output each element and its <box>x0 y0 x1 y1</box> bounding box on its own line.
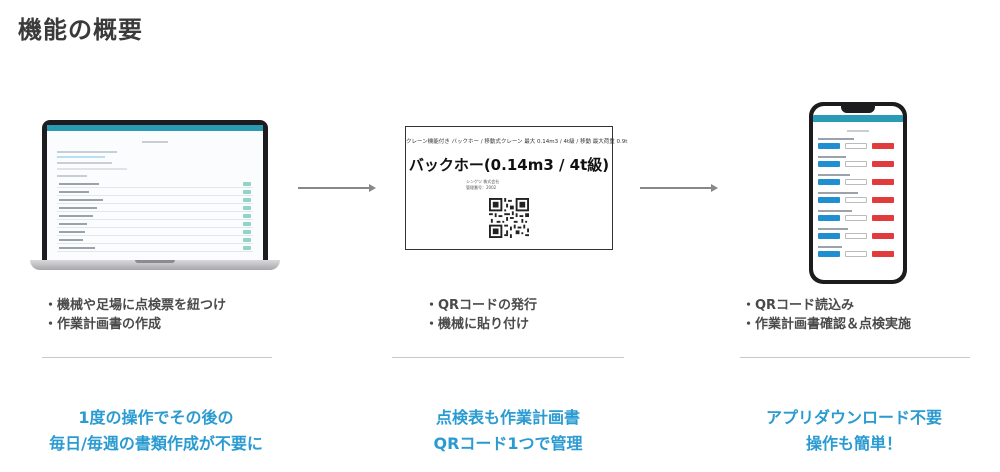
divider <box>42 357 272 358</box>
card-company: シンゲツ 株式会社 <box>466 179 500 184</box>
arrow-right-icon <box>640 183 718 193</box>
divider <box>392 357 624 358</box>
divider <box>740 357 970 358</box>
laptop-mockup <box>30 120 280 274</box>
list-item: ・作業計画書確認＆点検実施 <box>742 317 912 332</box>
page-title: 機能の概要 <box>18 16 143 44</box>
laptop-display <box>47 125 263 260</box>
list-item: ・QRコードの発行 <box>425 298 538 313</box>
list-item: ・機械に貼り付け <box>425 317 530 332</box>
laptop-screen <box>42 120 268 260</box>
benefit-text-2: 点検表も作業計画書 QRコード1つで管理 <box>433 408 583 453</box>
qr-label-card: クレーン機能付き バックホー / 移動式クレーン 最大 0.14m3 / 4t級… <box>405 126 628 250</box>
list-item: ・機械や足場に点検票を紐つけ <box>44 298 227 313</box>
phone-mockup <box>809 102 907 284</box>
laptop-base <box>30 260 280 270</box>
feature-list-3: ・QRコード読込み ・作業計画書確認＆点検実施 <box>742 296 911 334</box>
card-machine-name: バックホー(0.14m3 / 4t級) <box>408 156 610 174</box>
list-item: ・作業計画書の作成 <box>44 317 162 332</box>
feature-list-2: ・QRコードの発行 ・機械に貼り付け <box>425 296 537 334</box>
phone-notch <box>841 106 875 113</box>
qr-code-icon <box>489 198 529 238</box>
feature-list-1: ・機械や足場に点検票を紐つけ ・作業計画書の作成 <box>44 296 226 334</box>
benefit-text-3: アプリダウンロード不要 操作も簡単！ <box>765 408 942 453</box>
app-header-bar <box>813 115 903 122</box>
card-header: クレーン機能付き バックホー / 移動式クレーン 最大 0.14m3 / 4t級… <box>406 139 628 145</box>
app-header-bar <box>47 125 263 131</box>
laptop-notch <box>135 260 175 263</box>
list-item: ・QRコード読込み <box>742 298 855 313</box>
card-id: 管理番号：2002 <box>466 185 497 190</box>
benefit-text-1: 1度の操作でその後の 毎日/毎週の書類作成が不要に <box>49 408 263 453</box>
arrow-right-icon <box>298 183 376 193</box>
phone-screen <box>813 106 903 280</box>
